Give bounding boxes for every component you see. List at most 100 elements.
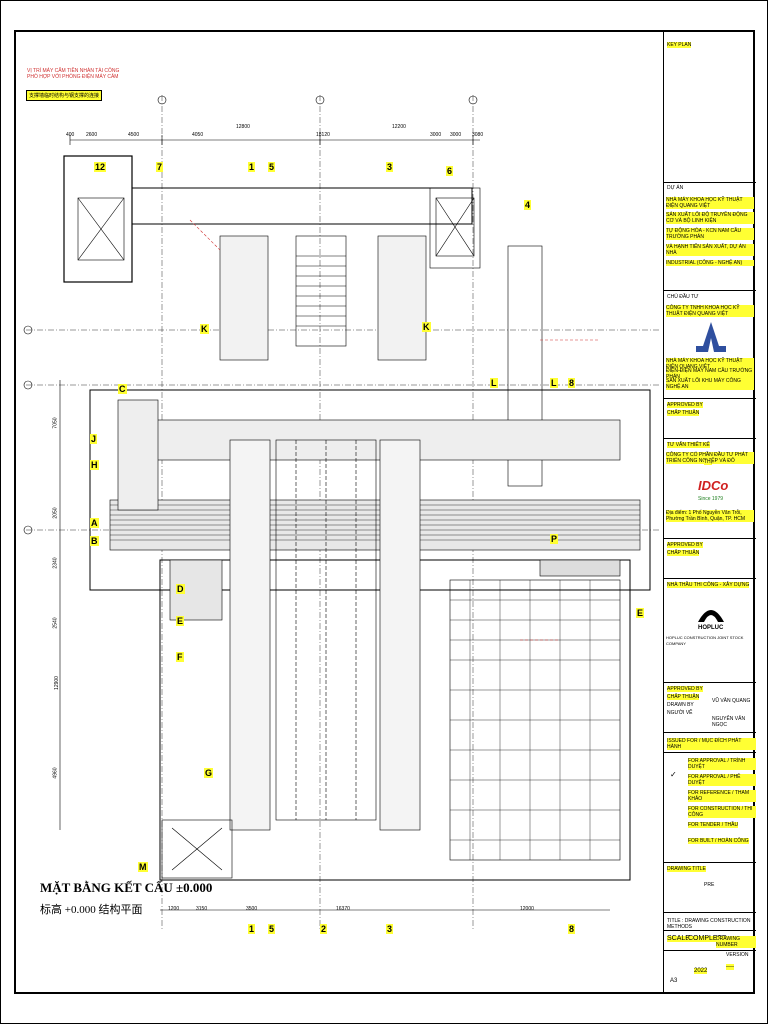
hopluc-company-name: HOPLUC CONSTRUCTION JOINT STOCK COMPANY <box>666 635 744 646</box>
tb-divider <box>664 732 756 733</box>
approved-by-1: APPROVED BY <box>667 402 703 408</box>
dim-top-10: 3080 <box>472 132 484 138</box>
consultant-label: TƯ VẤN THIẾT KẾ <box>667 442 710 448</box>
tb-divider <box>664 290 756 291</box>
dim-left-2: 2050 <box>52 507 59 519</box>
tb-divider <box>664 182 756 183</box>
grid-tag-e-left: E <box>176 616 185 626</box>
tb-divider <box>664 950 756 951</box>
tb-divider <box>664 682 756 683</box>
title-line: TITLE : DRAWING CONSTRUCTION METHODS <box>667 918 751 930</box>
grid-tag-l-right-1: L <box>490 378 498 388</box>
idc-logo: IDCo <box>698 478 729 493</box>
drawing-number-label: DRAWING NUMBER <box>716 936 756 948</box>
drawing-title-value: PRE <box>704 882 715 888</box>
grid-tag-k-right: K <box>422 322 431 332</box>
checked-by-name: NGUYỄN VĂN NGỌC <box>712 716 746 728</box>
grid-tag-a-left: A <box>90 518 99 528</box>
idc-since: Since 1979 <box>698 496 724 502</box>
dim-left-1: 7050 <box>52 417 59 429</box>
dim-top-1: 400 <box>66 132 75 138</box>
grid-tag-6-top: 6 <box>446 166 454 176</box>
grid-tag-p-right: P <box>550 534 559 544</box>
consultant-line-1: CÔNG TY CỔ PHẦN ĐẦU TƯ PHÁT TRIỂN CÔNG N… <box>666 452 754 464</box>
tb-divider <box>664 912 756 913</box>
dim-top-3: 4500 <box>128 132 140 138</box>
issue-row-2: FOR APPROVAL / PHÊ DUYỆT <box>688 774 756 786</box>
hopluc-logo-mark <box>698 610 724 622</box>
grid-tag-d-left: D <box>176 584 185 594</box>
grid-tag-m-left: M <box>138 862 148 872</box>
note-line-1: VỊ TRÍ MÁY CẮM TIỀN NHÀN TÀI CÔNG <box>27 68 120 74</box>
designer-line-3: SẢN XUẤT LỐI KHU MÁY CÔNG NGHỆ AN <box>666 378 754 390</box>
grid-tag-c-left: C <box>118 384 127 394</box>
checked-by-label: NGƯỜI VẼ <box>667 710 693 716</box>
issue-row-1: FOR APPROVAL / TRÌNH DUYỆT <box>688 758 756 770</box>
approved-name-1: CHẤP THUẬN <box>667 410 700 416</box>
drawing-frame <box>14 30 755 994</box>
tb-divider <box>664 538 756 539</box>
dim-bottom-3: 3500 <box>246 906 258 912</box>
dim-bottom-1: 1200 <box>168 906 180 912</box>
top-note-highlight: 支撑墙临时结构与钢支撑的连接 <box>26 90 103 101</box>
project-line-2: SẢN XUẤT LỐI ĐỘ TRUYỀN ĐỘNG CƠ VÀ BỘ LIN… <box>666 212 754 224</box>
tb-divider <box>664 862 756 863</box>
dim-top-9: 3000 <box>450 132 462 138</box>
grid-tag-l-right-2: L <box>550 378 558 388</box>
dim-left-5: 12900 <box>53 676 60 690</box>
grid-tag-e-right: E <box>636 608 645 618</box>
issue-row-6: FOR BUILT / HOÀN CÔNG <box>688 838 749 844</box>
tb-divider <box>664 438 756 439</box>
issue-row-4: FOR CONSTRUCTION / THI CÔNG <box>688 806 756 818</box>
dim-left-6: 4960 <box>52 767 59 779</box>
grid-tag-8-bottom: 8 <box>568 924 576 934</box>
designer-line-2: ĐIỆN-ĐIỆN MÁY NAM CẦU TRƯỜNG PHÁN <box>666 368 754 380</box>
scale-label: SCALE <box>667 935 690 942</box>
key-plan-label: KEY PLAN <box>667 42 692 48</box>
tb-divider <box>664 578 756 579</box>
drawn-by-name: VŨ VĂN QUANG <box>712 698 751 704</box>
grid-tag-f-left: F <box>176 652 184 662</box>
complete-label: COMPLETE <box>688 935 727 942</box>
approved-name-2: CHẤP THUẬN <box>667 550 700 556</box>
dim-top-5: 12800 <box>236 124 250 130</box>
issue-row-3: FOR REFERENCE / THAM KHẢO <box>688 790 756 802</box>
project-line-4: VÀ HẠNH TIẾN SẢN XUẤT, DỰ ÁN NHÀ <box>666 244 754 256</box>
sheet-size: A3 <box>670 978 678 984</box>
project-line-3: TỰ ĐỘNG HÓA - KCN NAM CẦU TRƯỜNG PHÁN <box>666 228 754 240</box>
owner-logo <box>696 322 726 352</box>
owner-label: CHỦ ĐẦU TƯ <box>667 294 699 300</box>
grid-tag-4-top: 4 <box>524 200 532 210</box>
grid-tag-3-top: 3 <box>386 162 394 172</box>
designer-line-1: NHÀ MÁY KHOA HỌC KỸ THUẬT ĐIỆN QUANG VIỆ… <box>666 358 754 370</box>
approved-name-3: CHẤP THUẬN <box>667 694 700 700</box>
tb-divider <box>664 752 756 753</box>
grid-tag-2-bottom: 2 <box>320 924 328 934</box>
drawn-by-label: DRAWN BY <box>667 702 694 708</box>
plan-subtitle: 标高 +0.000 结构平面 <box>40 904 143 916</box>
issue-row-5: FOR TENDER / THẦU <box>688 822 739 828</box>
tb-divider <box>664 398 756 399</box>
owner-line-1: CÔNG TY TNHH KHOA HỌC KỸ THUẬT ĐIỆN QUAN… <box>666 305 754 317</box>
note-line-2: PHÒ HỢP VỚI PHÒNG ĐIỆN MÁY CẢM <box>27 74 119 80</box>
hopluc-logo-text: HOPLUC <box>698 625 724 631</box>
project-line-1: NHÀ MÁY KHOA HỌC KỸ THUẬT ĐIỆN QUANG VIỆ… <box>666 197 754 209</box>
grid-tag-1-top: 1 <box>248 162 256 172</box>
project-line-5: INDUSTRIAL (CÔNG - NGHỆ AN) <box>666 260 754 266</box>
approved-by-2: APPROVED BY <box>667 542 703 548</box>
grid-tag-5-bottom: 5 <box>268 924 276 934</box>
grid-tag-12-top: 12 <box>94 162 107 172</box>
year: 2022 <box>694 968 708 974</box>
version-label: VERSION <box>726 952 749 958</box>
title-block: KEY PLAN DỰ ÁN NHÀ MÁY KHOA HỌC KỸ THUẬT… <box>663 32 756 992</box>
grid-tag-8-right: 8 <box>568 378 576 388</box>
grid-tag-1-bottom: 1 <box>248 924 256 934</box>
dim-top-6: 18120 <box>316 132 330 138</box>
grid-tag-g-left: G <box>204 768 214 778</box>
tb-divider <box>664 930 756 931</box>
dim-top-8: 3000 <box>430 132 442 138</box>
checkmark-icon: ✓ <box>670 770 677 779</box>
grid-tag-3-bottom: 3 <box>386 924 394 934</box>
approved-by-3: APPROVED BY <box>667 686 703 692</box>
dim-left-4: 2540 <box>52 617 59 629</box>
